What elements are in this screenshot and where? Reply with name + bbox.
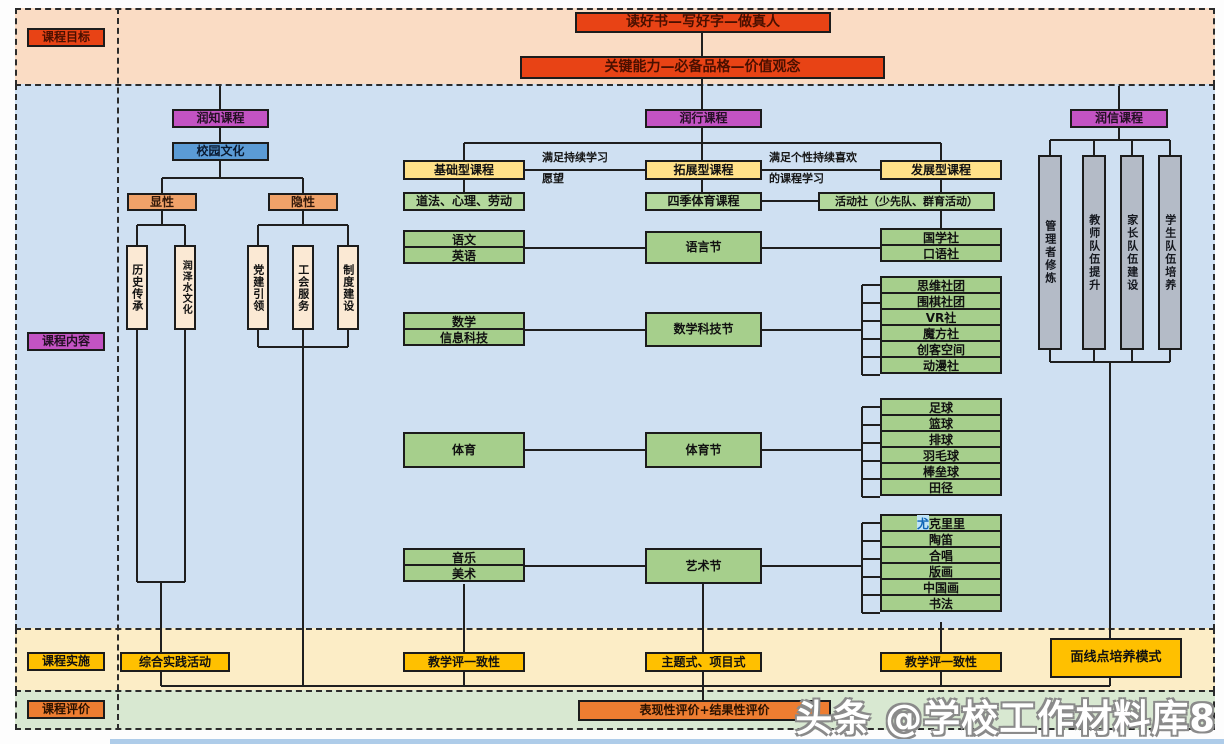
explicit-culture-box: 显性 <box>127 193 197 211</box>
highlighted-char: 尤 <box>916 514 929 532</box>
culture-item-water: 润泽水文化 <box>174 245 196 330</box>
implicit-culture-box: 隐性 <box>268 193 338 211</box>
club-cell: 书法 <box>880 594 1002 612</box>
annotation-basic-line2: 愿望 <box>542 172 564 185</box>
club-cell-ukulele-rest: 克里里 <box>929 516 966 531</box>
impl-practice-activity: 综合实践活动 <box>120 652 230 672</box>
subjects-math-tech: 数学 信息科技 <box>403 312 525 346</box>
watermark-text: 头条 @学校工作材料库8 <box>795 697 1216 740</box>
track-runxing: 润行课程 <box>645 109 762 128</box>
annotation-development-line1: 满足个性持续喜欢 <box>769 151 857 164</box>
clubs-math-tech: 思维社团 围棋社团 VR社 魔方社 创客空间 动漫社 <box>880 276 1002 374</box>
annotation-development-line2: 的课程学习 <box>769 172 824 185</box>
subjects-language: 语文 英语 <box>403 230 525 264</box>
impl-theme-project: 主题式、项目式 <box>645 652 762 672</box>
subject-pe: 体育 <box>403 432 525 468</box>
subject-cell: 美术 <box>403 564 525 582</box>
festival-arts: 艺术节 <box>645 548 762 584</box>
annotation-development: 满足个性持续喜欢 的课程学习 <box>769 151 881 186</box>
bottom-blue-strip <box>110 739 1224 744</box>
club-cell: 口语社 <box>880 244 1002 262</box>
team-column-teachers: 教师队伍提升 <box>1082 155 1106 350</box>
festival-language: 语言节 <box>645 231 762 264</box>
side-label-divider <box>117 8 119 730</box>
subject-cell: 信息科技 <box>403 328 525 346</box>
seasonal-sport-box: 四季体育课程 <box>645 192 762 211</box>
evaluation-box: 表现性评价+结果性评价 <box>578 700 831 721</box>
annotation-basic-line1: 满足持续学习 <box>542 151 608 164</box>
course-type-extension: 拓展型课程 <box>645 160 762 180</box>
subjects-arts: 音乐 美术 <box>403 548 525 582</box>
culture-item-history: 历史传承 <box>126 245 148 330</box>
banner-competency: 关键能力—必备品格—价值观念 <box>520 56 885 79</box>
course-type-development: 发展型课程 <box>880 160 1002 180</box>
team-column-managers: 管理者修炼 <box>1038 155 1062 350</box>
festival-sports: 体育节 <box>645 432 762 468</box>
clubs-arts: 尤克里里 陶笛 合唱 版画 中国画 书法 <box>880 514 1002 612</box>
banner-motto: 读好书—写好字—做真人 <box>575 12 831 33</box>
impl-alignment-right: 教学评一致性 <box>880 652 1002 672</box>
annotation-basic: 满足持续学习 愿望 <box>542 151 646 186</box>
course-type-basic: 基础型课程 <box>403 160 525 180</box>
subject-cell: 英语 <box>403 246 525 264</box>
side-label-implementation: 课程实施 <box>27 652 105 671</box>
campus-culture-box: 校园文化 <box>172 142 269 161</box>
club-cell: 围棋社团 <box>880 292 1002 310</box>
club-cell: 版画 <box>880 562 1002 580</box>
track-runxin: 润信课程 <box>1070 109 1168 128</box>
culture-item-party: 党建引领 <box>247 245 269 330</box>
activity-clubs-box: 活动社（少先队、群育活动） <box>818 192 995 211</box>
foundation-subjects-box: 道法、心理、劳动 <box>403 192 525 211</box>
side-label-content: 课程内容 <box>27 332 105 351</box>
festival-math-tech: 数学科技节 <box>645 312 762 347</box>
impl-alignment-left: 教学评一致性 <box>403 652 525 672</box>
team-column-parents: 家长队伍建设 <box>1120 155 1144 350</box>
club-cell: 动漫社 <box>880 356 1002 374</box>
culture-item-union: 工会服务 <box>292 245 314 330</box>
clubs-sports: 足球 篮球 排球 羽毛球 棒垒球 田径 <box>880 398 1002 496</box>
side-label-goal: 课程目标 <box>27 28 105 47</box>
impl-training-model: 面线点培养模式 <box>1050 638 1182 678</box>
culture-item-system: 制度建设 <box>337 245 359 330</box>
team-column-students: 学生队伍培养 <box>1158 155 1182 350</box>
track-runzhi: 润知课程 <box>172 109 269 128</box>
clubs-language: 国学社 口语社 <box>880 228 1002 262</box>
club-cell: 田径 <box>880 478 1002 496</box>
side-label-evaluation: 课程评价 <box>27 700 105 719</box>
